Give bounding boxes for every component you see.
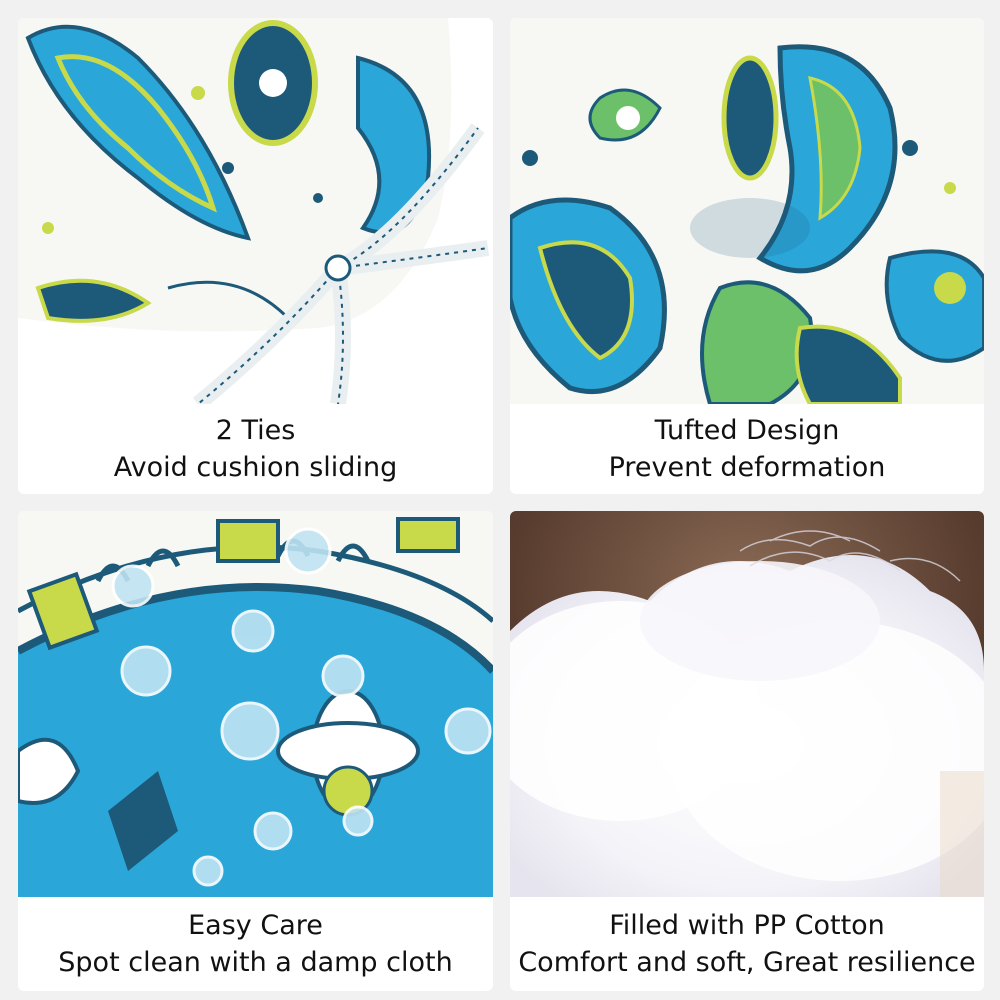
caption-title: Filled with PP Cotton: [609, 910, 885, 941]
feature-card-pp-cotton: Filled with PP Cotton Comfort and soft, …: [510, 511, 984, 991]
caption-subtitle: Prevent deformation: [608, 452, 886, 483]
feature-card-ties: 2 Ties Avoid cushion sliding: [18, 18, 493, 494]
caption-title: Easy Care: [188, 910, 323, 941]
paisley-ties-illustration: [18, 18, 493, 404]
caption-pp-cotton: Filled with PP Cotton Comfort and soft, …: [510, 897, 984, 991]
cotton-fill-illustration: [510, 511, 984, 897]
caption-ties: 2 Ties Avoid cushion sliding: [18, 404, 493, 494]
photo-pp-cotton: [510, 511, 984, 897]
photo-water-droplets: [18, 511, 493, 897]
photo-cushion-ties: [18, 18, 493, 404]
caption-subtitle: Comfort and soft, Great resilience: [518, 947, 976, 978]
feature-card-easy-care: Easy Care Spot clean with a damp cloth: [18, 511, 493, 991]
caption-subtitle: Avoid cushion sliding: [113, 452, 398, 483]
caption-tufted: Tufted Design Prevent deformation: [510, 404, 984, 494]
feature-card-tufted: Tufted Design Prevent deformation: [510, 18, 984, 494]
photo-tufted-design: [510, 18, 984, 404]
caption-title: 2 Ties: [215, 415, 296, 446]
caption-easy-care: Easy Care Spot clean with a damp cloth: [18, 897, 493, 991]
paisley-tufted-illustration: [510, 18, 984, 404]
fabric-droplets-illustration: [18, 511, 493, 897]
caption-subtitle: Spot clean with a damp cloth: [58, 947, 453, 978]
caption-title: Tufted Design: [654, 415, 840, 446]
